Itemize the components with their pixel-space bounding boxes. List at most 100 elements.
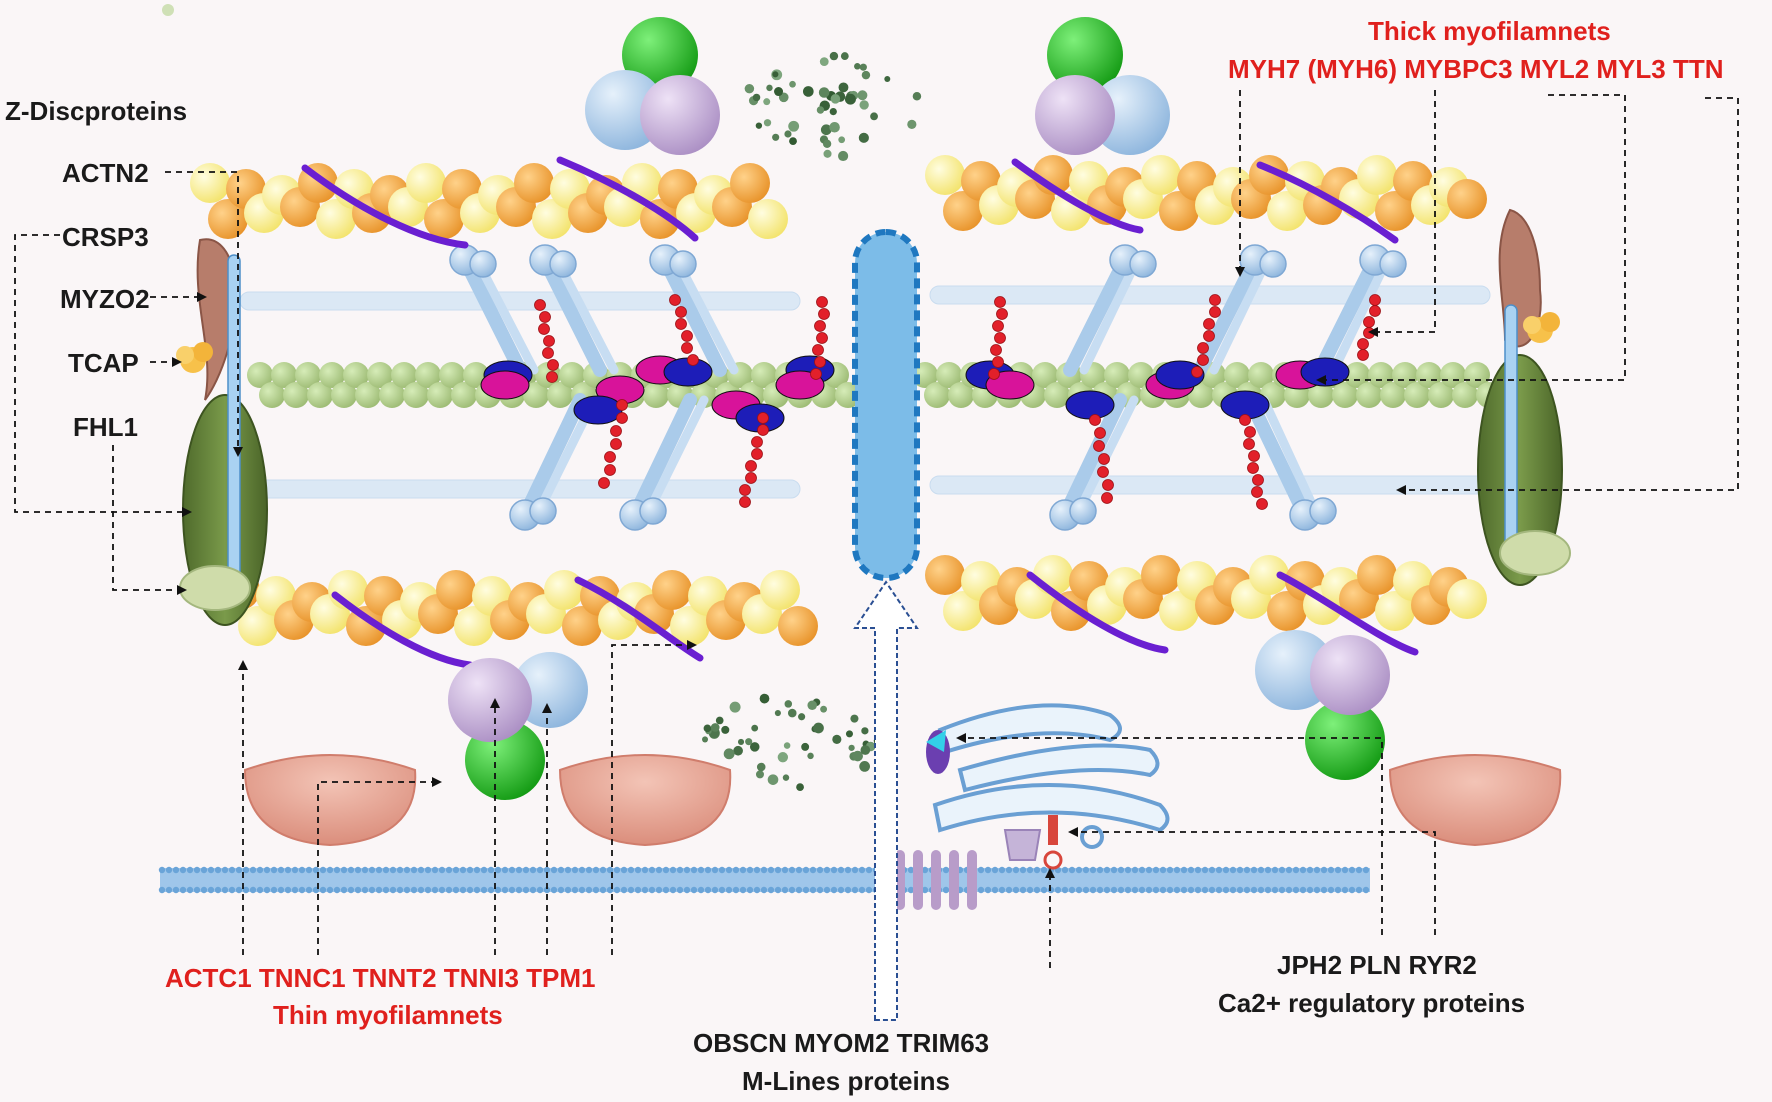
lipid-head <box>942 886 950 894</box>
myosin-lever <box>1259 395 1322 520</box>
lipid-head <box>1194 866 1202 874</box>
lipid-head <box>648 886 656 894</box>
calcium-dot <box>755 122 763 129</box>
actin-bead <box>238 606 278 646</box>
lipid-head <box>858 866 866 874</box>
lipid-head <box>844 866 852 874</box>
lipid-head <box>655 866 663 874</box>
actin-bead <box>760 570 800 610</box>
myosin-lever <box>1313 253 1382 377</box>
lipid-head <box>550 886 558 894</box>
lipid-head <box>1159 866 1167 874</box>
lipid-head <box>837 866 845 874</box>
thick-genes: MYH7 (MYH6) MYBPC3 MYL2 MYL3 TTN <box>1228 54 1724 84</box>
lipid-head <box>599 866 607 874</box>
calcium-dot <box>782 774 790 781</box>
light-chain-bead <box>669 294 681 306</box>
lipid-head <box>1215 886 1223 894</box>
light-chain-bead <box>810 368 822 380</box>
calcium-dot <box>715 716 724 725</box>
lipid-head <box>557 886 565 894</box>
lipid-head <box>1348 886 1356 894</box>
lipid-head <box>620 866 628 874</box>
lipid-head <box>1215 866 1223 874</box>
calcium-dot <box>838 82 849 93</box>
actin-bead <box>730 163 770 203</box>
lipid-head <box>1026 886 1034 894</box>
lipid-head <box>438 886 446 894</box>
calcium-dot <box>820 705 828 713</box>
lipid-head <box>340 866 348 874</box>
calcium-dot <box>860 745 871 755</box>
lipid-head <box>662 886 670 894</box>
light-chain-bead <box>992 320 1004 332</box>
lipid-head <box>613 866 621 874</box>
thick-bead <box>1188 382 1214 408</box>
light-chain-bead <box>610 425 622 437</box>
lipid-head <box>172 886 180 894</box>
lipid-head <box>1208 866 1216 874</box>
z-disc-item-actn2: ACTN2 <box>62 158 149 188</box>
m-line-arrow <box>853 580 919 1021</box>
lipid-head <box>1047 886 1055 894</box>
lipid-head <box>564 886 572 894</box>
troponin-complex-bottom-right <box>1255 630 1390 780</box>
lipid-head <box>1341 866 1349 874</box>
light-chain-bead <box>539 311 551 323</box>
regulatory-chain <box>573 395 623 425</box>
actin-bead <box>532 199 572 239</box>
lipid-head <box>1201 866 1209 874</box>
calcium-dot <box>756 762 766 772</box>
lipid-head <box>158 886 166 894</box>
lipid-head <box>1061 866 1069 874</box>
lipid-head <box>340 886 348 894</box>
actin-bead <box>943 591 983 631</box>
calcium-dot <box>798 713 806 721</box>
thick-bead <box>367 362 393 388</box>
thick-bead <box>936 362 962 388</box>
lipid-head <box>1152 886 1160 894</box>
lipid-head <box>445 886 453 894</box>
lipid-head <box>1096 886 1104 894</box>
thick-bead <box>1308 382 1334 408</box>
calcium-dot <box>702 736 709 743</box>
lipid-head <box>1103 866 1111 874</box>
light-chain-bead <box>675 306 687 318</box>
lipid-head <box>228 866 236 874</box>
lipid-head <box>599 886 607 894</box>
calcium-dot <box>802 86 814 97</box>
lipid-head <box>515 886 523 894</box>
lipid-head <box>1005 866 1013 874</box>
lipid-head <box>1138 866 1146 874</box>
lipid-head <box>235 886 243 894</box>
lipid-head <box>543 866 551 874</box>
thin-filaments <box>190 155 1487 646</box>
lipid-head <box>571 866 579 874</box>
calcium-dot <box>859 63 867 71</box>
lipid-head <box>1327 866 1335 874</box>
lipid-head <box>389 886 397 894</box>
troponin-complex-top-right <box>1035 17 1170 155</box>
light-chain-bead <box>1093 440 1105 452</box>
myosin-head <box>549 250 577 278</box>
lipid-head <box>487 866 495 874</box>
lipid-head <box>655 886 663 894</box>
calcium-dot <box>763 98 771 106</box>
myosin-lever <box>1193 253 1262 377</box>
light-chain-bead <box>1248 450 1260 462</box>
light-chain-bead <box>1191 366 1203 378</box>
lipid-head <box>193 866 201 874</box>
actin-bead <box>1267 591 1307 631</box>
thick-bead <box>523 382 549 408</box>
lipid-head <box>1075 886 1083 894</box>
myosin-head <box>1129 250 1157 278</box>
calcium-dot <box>822 139 832 148</box>
lipid-head <box>256 886 264 894</box>
lipid-head <box>326 886 334 894</box>
lipid-head <box>704 866 712 874</box>
lipid-head <box>1124 866 1132 874</box>
light-chain-bead <box>1203 330 1215 342</box>
lipid-head <box>1145 866 1153 874</box>
calcium-dot <box>796 783 804 791</box>
actin-bead <box>1357 155 1397 195</box>
